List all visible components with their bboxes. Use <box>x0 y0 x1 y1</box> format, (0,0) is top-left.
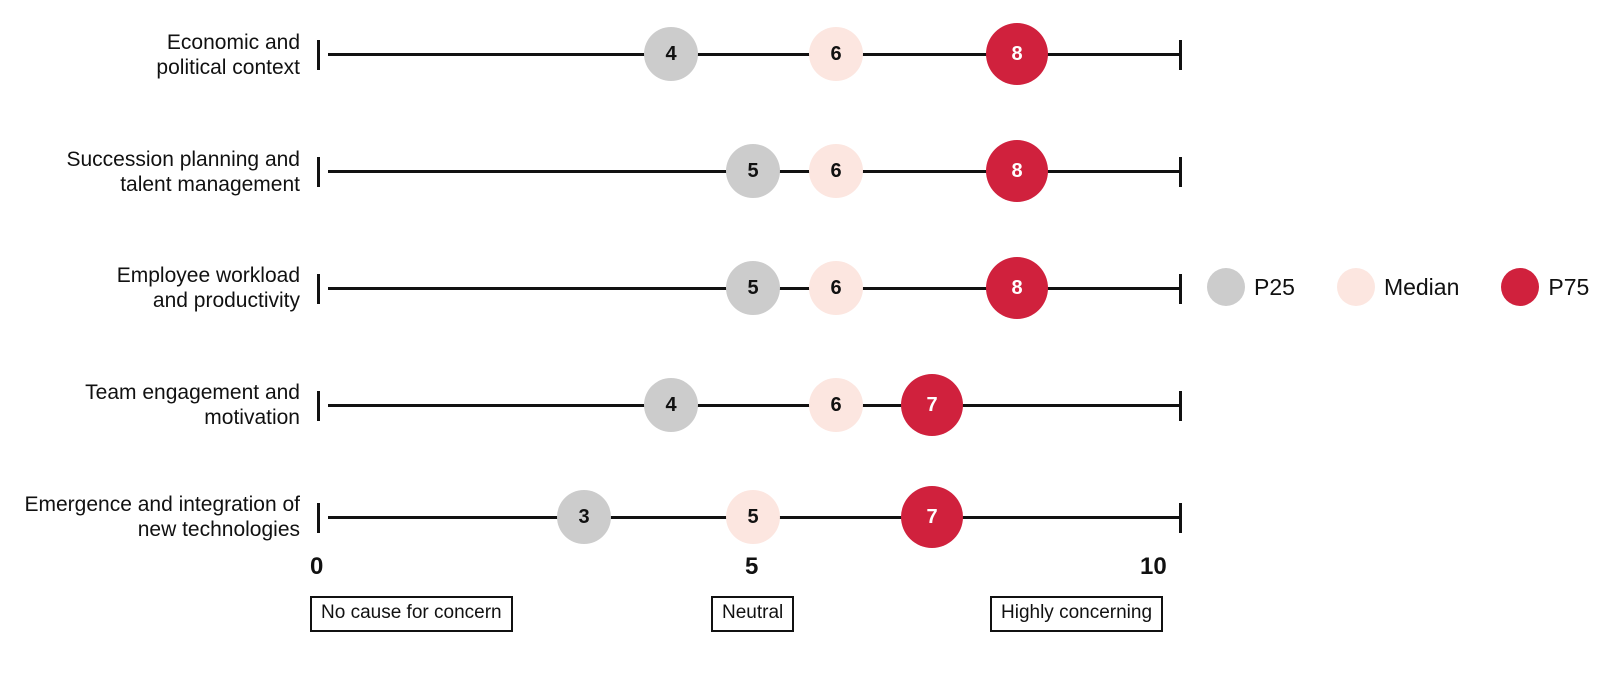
legend: P25 Median P75 <box>1207 268 1589 306</box>
axis-tick-5: 5 <box>745 553 759 580</box>
legend-label-p75: P75 <box>1548 273 1590 300</box>
axis-cap-left <box>317 274 320 304</box>
marker-median[interactable]: 6 <box>809 27 863 81</box>
marker-p25[interactable]: 4 <box>644 378 698 432</box>
row-axis-line <box>328 53 1180 56</box>
row-label: Emergence and integration of new technol… <box>24 493 300 541</box>
axis-cap-left <box>317 503 320 533</box>
marker-p75[interactable]: 7 <box>901 374 963 436</box>
axis-tick-0: 0 <box>310 553 324 580</box>
anchor-box-mid: Neutral <box>711 596 795 632</box>
marker-median[interactable]: 6 <box>809 261 863 315</box>
marker-median[interactable]: 6 <box>809 144 863 198</box>
axis-cap-left <box>317 157 320 187</box>
axis-tick-10: 10 <box>1140 553 1167 580</box>
legend-label-p25: P25 <box>1254 273 1295 300</box>
marker-p75[interactable]: 7 <box>901 486 963 548</box>
marker-p25[interactable]: 4 <box>644 27 698 81</box>
axis-cap-right <box>1179 274 1182 304</box>
marker-p25[interactable]: 5 <box>726 261 780 315</box>
anchor-box-high: Highly concerning <box>990 596 1164 632</box>
legend-label-median: Median <box>1383 273 1460 300</box>
row-axis-line <box>328 404 1180 407</box>
marker-p75[interactable]: 8 <box>986 140 1048 202</box>
marker-p75[interactable]: 8 <box>986 257 1048 319</box>
row-label: Team engagement and motivation <box>85 381 300 429</box>
marker-p75[interactable]: 8 <box>986 23 1048 85</box>
legend-swatch-p75-icon <box>1501 268 1540 306</box>
axis-cap-right <box>1179 157 1182 187</box>
row-label: Employee workload and productivity <box>116 264 300 312</box>
axis-cap-left <box>317 40 320 70</box>
legend-item-p25[interactable]: P25 <box>1207 268 1295 306</box>
axis-cap-right <box>1179 503 1182 533</box>
legend-item-median[interactable]: Median <box>1336 268 1460 306</box>
marker-p25[interactable]: 5 <box>726 144 780 198</box>
marker-median[interactable]: 5 <box>726 490 780 544</box>
anchor-box-low: No cause for concern <box>310 596 513 632</box>
legend-swatch-median-icon <box>1336 268 1375 306</box>
legend-item-p75[interactable]: P75 <box>1501 268 1589 306</box>
row-label: Succession planning and talent managemen… <box>66 148 300 196</box>
axis-cap-left <box>317 391 320 421</box>
marker-median[interactable]: 6 <box>809 378 863 432</box>
axis-cap-right <box>1179 40 1182 70</box>
axis-cap-right <box>1179 391 1182 421</box>
row-label: Economic and political context <box>156 31 300 79</box>
marker-p25[interactable]: 3 <box>557 490 611 544</box>
legend-swatch-p25-icon <box>1207 268 1245 306</box>
